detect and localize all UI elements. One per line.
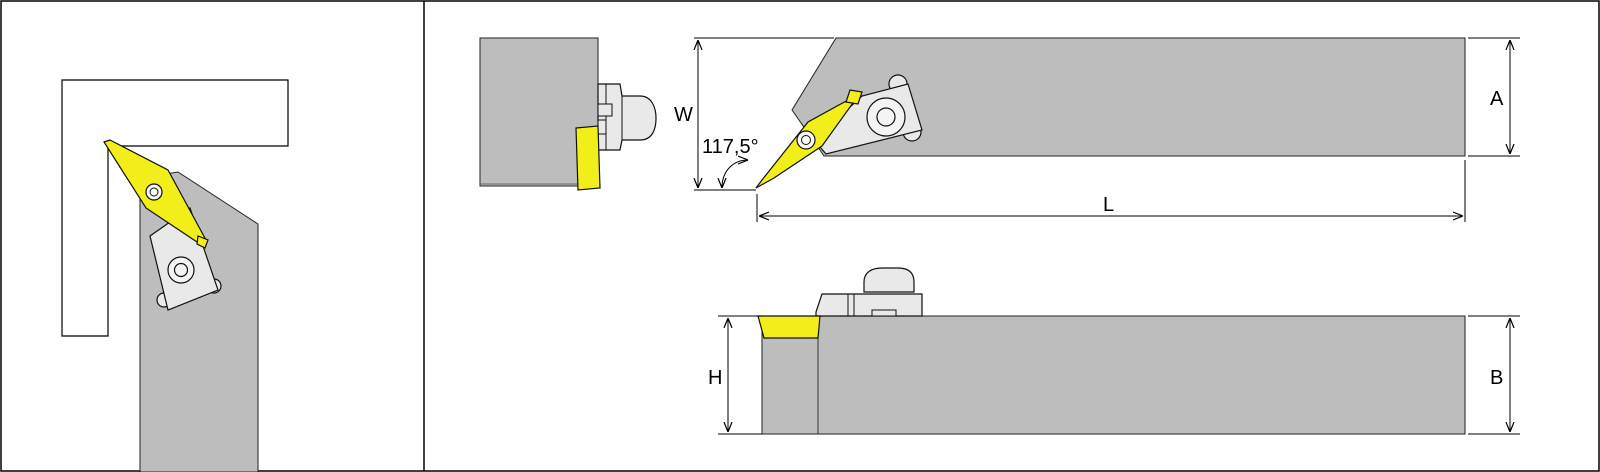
h-dimension-label: H	[708, 367, 722, 389]
side-view-clamp	[815, 267, 923, 317]
side-view-shank	[761, 315, 1466, 435]
top-view: W 117,5° A L	[674, 37, 1520, 222]
holder-shank-top-view	[139, 171, 259, 472]
top-view-clamp	[813, 74, 923, 155]
angle-arc	[722, 160, 748, 188]
side-view: H B	[708, 267, 1520, 435]
side-view-insert	[757, 315, 821, 339]
application-view	[61, 79, 289, 472]
end-view-insert	[575, 125, 601, 191]
clamp-assembly	[149, 207, 222, 311]
end-view	[479, 37, 657, 191]
top-view-clamp-screw	[866, 97, 906, 137]
l-dimension-label: L	[1103, 194, 1114, 216]
insert-screw	[145, 183, 163, 201]
top-view-shank	[791, 37, 1466, 157]
top-view-insert-screw	[796, 130, 816, 150]
a-dimension-label: A	[1490, 88, 1504, 110]
angle-label: 117,5°	[702, 136, 759, 158]
w-dimension-label: W	[674, 104, 693, 126]
clamp-screw	[167, 256, 195, 284]
b-dimension-label: B	[1490, 367, 1503, 389]
